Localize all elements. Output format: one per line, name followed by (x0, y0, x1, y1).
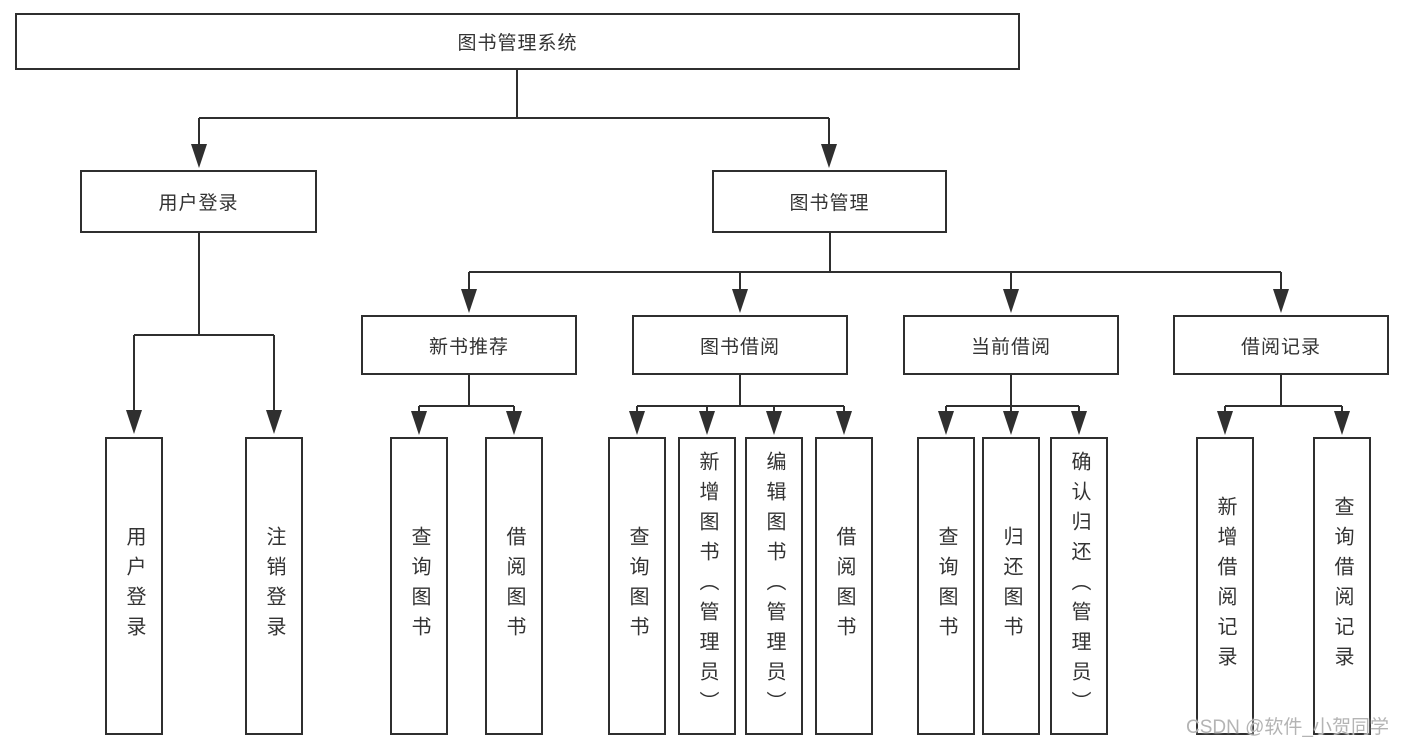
leaf-add-borrow-record: 新增借阅记录 (1196, 437, 1254, 735)
node-borrow-records: 借阅记录 (1173, 315, 1389, 375)
leaf-add-book-admin: 新增图书（管理员） (678, 437, 736, 735)
leaf-logout-label: 注销登录 (263, 526, 285, 646)
node-current-borrow: 当前借阅 (903, 315, 1119, 375)
node-book-borrow: 图书借阅 (632, 315, 848, 375)
leaf-query-book-2: 查询图书 (608, 437, 666, 735)
leaf-query-book-3: 查询图书 (917, 437, 975, 735)
node-book-borrow-label: 图书借阅 (699, 336, 780, 358)
leaf-query-book-2-label: 查询图书 (626, 526, 648, 646)
leaf-return-book-label: 归还图书 (1000, 526, 1022, 646)
leaf-borrow-book-2: 借阅图书 (815, 437, 873, 735)
csdn-watermark: CSDN @软件_小贺同学 (1186, 717, 1389, 738)
node-new-book-recommend-label: 新书推荐 (428, 336, 509, 358)
node-user-login: 用户登录 (80, 170, 317, 233)
leaf-user-login-label: 用户登录 (123, 526, 145, 646)
leaf-query-borrow-record-label: 查询借阅记录 (1331, 496, 1353, 676)
node-root-label: 图书管理系统 (457, 33, 578, 54)
leaf-borrow-book-1: 借阅图书 (485, 437, 543, 735)
node-new-book-recommend: 新书推荐 (361, 315, 577, 375)
leaf-query-book-1-label: 查询图书 (408, 526, 430, 646)
leaf-confirm-return-admin-label: 确认归还（管理员） (1068, 451, 1090, 721)
leaf-query-book-1: 查询图书 (390, 437, 448, 735)
leaf-confirm-return-admin: 确认归还（管理员） (1050, 437, 1108, 735)
leaf-return-book: 归还图书 (982, 437, 1040, 735)
leaf-user-login: 用户登录 (105, 437, 163, 735)
leaf-borrow-book-1-label: 借阅图书 (503, 526, 525, 646)
leaf-borrow-book-2-label: 借阅图书 (833, 526, 855, 646)
node-root: 图书管理系统 (15, 13, 1020, 70)
node-book-management: 图书管理 (712, 170, 947, 233)
leaf-edit-book-admin: 编辑图书（管理员） (745, 437, 803, 735)
leaf-query-borrow-record: 查询借阅记录 (1313, 437, 1371, 735)
node-current-borrow-label: 当前借阅 (970, 336, 1051, 358)
leaf-logout: 注销登录 (245, 437, 303, 735)
node-book-management-label: 图书管理 (789, 193, 870, 214)
leaf-edit-book-admin-label: 编辑图书（管理员） (763, 451, 785, 721)
leaf-add-book-admin-label: 新增图书（管理员） (696, 451, 718, 721)
leaf-add-borrow-record-label: 新增借阅记录 (1214, 496, 1236, 676)
leaf-query-book-3-label: 查询图书 (935, 526, 957, 646)
node-user-login-label: 用户登录 (158, 193, 239, 214)
node-borrow-records-label: 借阅记录 (1240, 336, 1321, 358)
